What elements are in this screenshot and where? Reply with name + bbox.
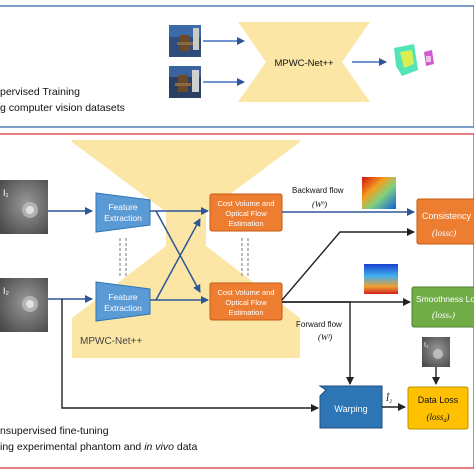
top-input-image-1 [169, 25, 201, 57]
cost-volume-2-line3: Estimation [228, 308, 263, 317]
arrow-cost2-consistency [281, 228, 415, 301]
backward-flow-image [362, 177, 396, 209]
smoothness-label: Smoothness Lo [416, 294, 474, 304]
cost-volume-2-line2: Optical Flow [225, 298, 267, 307]
feature-extraction-1: Feature Extraction [95, 192, 151, 233]
cost-volume-1-line1: Cost Volume and [217, 199, 274, 208]
consistency-label: Consistency [422, 211, 472, 221]
arrow-f2-cost1 [155, 218, 201, 301]
feature-extraction-2: Feature Extraction [95, 281, 151, 322]
backward-flow-label: Backward flow [292, 186, 344, 195]
bottom-panel: MPWC-Net++ I₁ I₂ Feature Extraction Feat… [0, 133, 474, 469]
shared-weights-feature [119, 238, 127, 276]
consistency-loss-box: Consistency (lossᴄ) [416, 198, 474, 245]
consistency-symbol: (lossᴄ) [432, 228, 456, 238]
forward-flow-image [364, 264, 398, 294]
warped-image-label: Î₂ [385, 393, 392, 403]
cost-volume-1-line3: Estimation [228, 219, 263, 228]
feature-extraction-1-line2: Extraction [104, 213, 142, 223]
bottom-network-label: MPWC-Net++ [80, 336, 142, 347]
cost-volume-box-2: Cost Volume and Optical Flow Estimation [209, 282, 283, 321]
input-image-1-label: I₁ [3, 188, 9, 198]
forward-flow-label: Forward flow [296, 320, 342, 329]
top-panel-frame [0, 5, 474, 128]
bottom-caption-line1: nsupervised fine-tuning [0, 425, 109, 437]
input-image-2: I₂ [0, 278, 48, 332]
data-loss-label: Data Loss [418, 395, 459, 405]
cost-volume-2-line1: Cost Volume and [217, 288, 274, 297]
backward-flow-symbol: (Wᵇ) [312, 199, 327, 209]
bottom-caption-plain: ing experimental phantom and [0, 441, 144, 453]
warping-box: Warping [318, 385, 383, 429]
cost-volume-box-1: Cost Volume and Optical Flow Estimation [209, 193, 283, 232]
top-input-image-2 [169, 66, 201, 98]
arrow-cost2-warping [282, 301, 354, 385]
reference-image-label: I₁ [424, 342, 429, 349]
data-loss-box: Data Loss (lossd) [407, 386, 469, 430]
arrow-f1-cost2 [155, 210, 201, 293]
bottom-caption-line2: ing experimental phantom and in vivo dat… [0, 441, 197, 453]
top-output-flow-images [394, 44, 434, 76]
bottom-caption-tail: data [174, 441, 198, 453]
smoothness-symbol: (lossₛ) [432, 310, 455, 320]
warping-label: Warping [334, 404, 367, 414]
feature-extraction-2-line2: Extraction [104, 303, 142, 313]
top-network-shape [238, 22, 370, 102]
top-network-label: MPWC-Net++ [274, 58, 334, 69]
input-image-1: I₁ [0, 180, 48, 234]
reference-image-small: I₁ [422, 337, 450, 367]
forward-flow-symbol: (Wᶠ) [318, 332, 332, 342]
top-caption-line1: pervised Training [0, 86, 80, 98]
arrow-input2-warping [61, 299, 319, 412]
smoothness-loss-box: Smoothness Lo (lossₛ) [411, 286, 474, 328]
top-panel: MPWC-Net++ pervised Training g computer … [0, 5, 474, 128]
bottom-panel-frame [0, 133, 474, 469]
feature-extraction-2-line1: Feature [108, 292, 138, 302]
cost-volume-1-line2: Optical Flow [225, 209, 267, 218]
feature-extraction-1-line1: Feature [108, 202, 138, 212]
bottom-caption-italic: in vivo [144, 441, 174, 453]
input-image-2-label: I₂ [3, 286, 10, 296]
bottom-network-shape [72, 140, 300, 358]
top-caption-line2: g computer vision datasets [0, 102, 125, 114]
shared-weights-cost [241, 238, 249, 276]
